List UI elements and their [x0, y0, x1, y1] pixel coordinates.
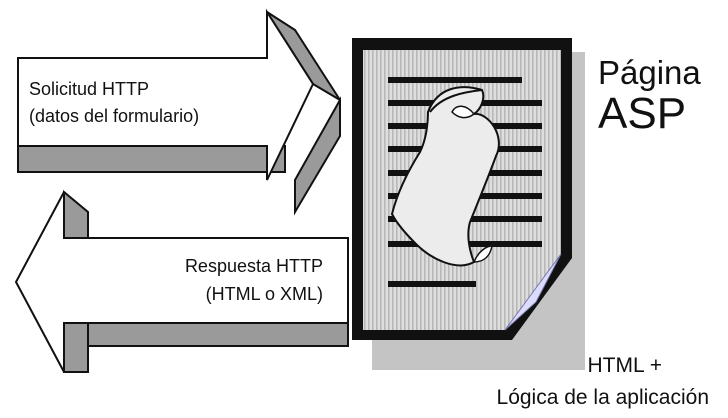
scroll-body — [390, 86, 500, 267]
request-arrow: Solicitud HTTP (datos del formulario) — [17, 8, 341, 216]
asp-page-icon — [352, 38, 585, 370]
bottom-label-line1: HTML + — [588, 354, 662, 377]
request-label-line1: Solicitud HTTP — [29, 79, 149, 99]
scroll-top-curl — [429, 89, 483, 113]
request-arrow-shaft-side — [17, 145, 286, 173]
response-label-line1: Respuesta HTTP — [185, 256, 323, 276]
response-arrow-face — [14, 191, 349, 373]
response-arrow-head-top — [63, 189, 89, 239]
request-arrow-head-side — [294, 96, 341, 216]
response-arrow-shaft-side — [87, 322, 349, 347]
request-label-line2: (datos del formulario) — [29, 106, 199, 126]
page-label-line1: Página — [598, 54, 701, 91]
document-line — [388, 77, 522, 83]
bottom-label-line2: Lógica de la aplicación — [497, 386, 709, 409]
scroll-icon — [390, 86, 500, 267]
page-folded-corner — [504, 253, 562, 331]
response-label-line2: (HTML o XML) — [206, 284, 323, 304]
response-arrow-head-side — [63, 322, 89, 373]
scroll-inner-curl — [451, 105, 475, 119]
scroll-bottom-curl — [473, 245, 493, 263]
page-label-line2: ASP — [598, 89, 686, 138]
response-arrow: Respuesta HTTP (HTML o XML) — [14, 189, 349, 373]
document-line — [388, 281, 476, 287]
request-arrow-face — [17, 8, 315, 181]
